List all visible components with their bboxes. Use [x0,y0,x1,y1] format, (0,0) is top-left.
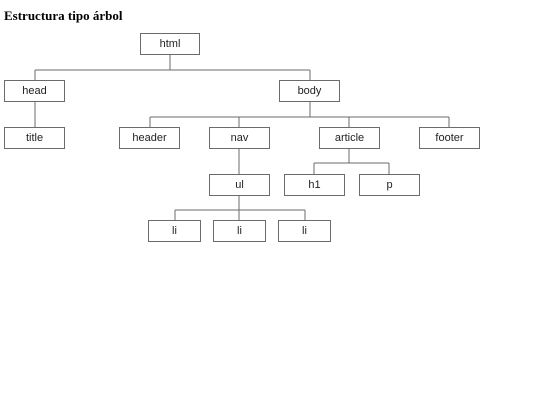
node-body: body [279,80,340,102]
node-li: li [213,220,266,242]
node-p: p [359,174,420,196]
node-article: article [319,127,380,149]
node-li: li [148,220,201,242]
node-title: title [4,127,65,149]
node-li: li [278,220,331,242]
node-head: head [4,80,65,102]
node-header: header [119,127,180,149]
diagram-title: Estructura tipo árbol [4,8,123,23]
node-footer: footer [419,127,480,149]
node-h1: h1 [284,174,345,196]
node-ul: ul [209,174,270,196]
node-html: html [140,33,200,55]
node-nav: nav [209,127,270,149]
